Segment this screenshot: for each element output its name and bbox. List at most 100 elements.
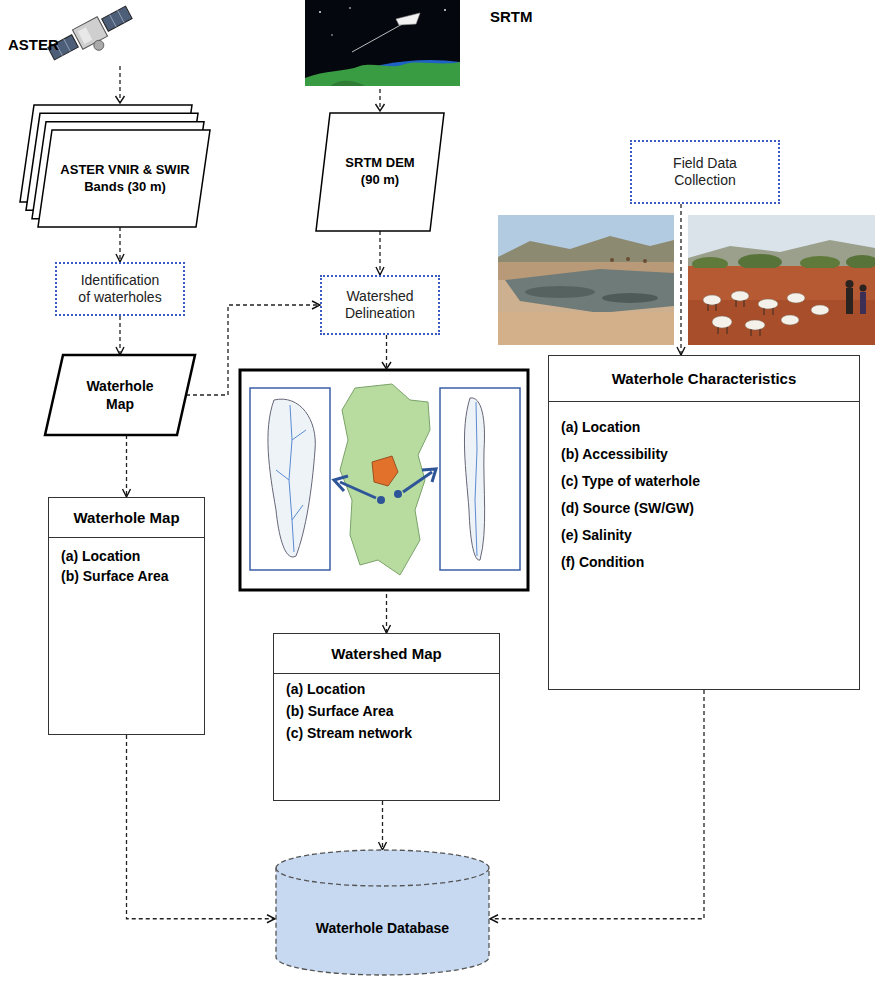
node-label: Waterhole Map xyxy=(77,377,163,413)
livestock-photo xyxy=(860,285,867,292)
downlink-arrow xyxy=(376,89,385,111)
field-step-box: Field Data Collection xyxy=(630,140,780,204)
node-label: Identification of waterholes xyxy=(75,272,165,307)
list-item: (c) Stream network xyxy=(274,722,499,744)
livestock-photo xyxy=(716,304,717,311)
srtm-shuttle-picture xyxy=(444,9,446,11)
waterhole-photo xyxy=(626,257,630,261)
srtm-shuttle-picture xyxy=(305,0,460,86)
image-layer xyxy=(38,130,210,227)
satellite-icon xyxy=(92,39,106,53)
waterhole-photo xyxy=(610,258,614,262)
livestock-photo xyxy=(718,327,719,334)
flow-arrow xyxy=(127,735,276,919)
flow-arrow xyxy=(490,690,704,919)
livestock-photo xyxy=(860,292,866,314)
srtm-shuttle-picture xyxy=(330,81,365,86)
node-content: Field Data Collection xyxy=(652,155,758,190)
waterhole-photo xyxy=(498,215,674,345)
livestock-photo xyxy=(745,320,765,330)
flow-arrow xyxy=(126,435,127,497)
cylinder-rim xyxy=(276,868,489,886)
box-heading: Waterhole Characteristics xyxy=(549,356,859,402)
list-item: (b) Surface Area xyxy=(49,566,204,586)
node-label: Field Data Collection xyxy=(652,155,758,190)
downlink-arrow xyxy=(116,96,125,103)
list-item: (b) Surface Area xyxy=(274,700,499,722)
node-content: Identification of waterholes xyxy=(75,272,165,307)
satellite-icon xyxy=(102,6,132,31)
list-item: (d) Source (SW/GW) xyxy=(549,495,859,522)
node-content: Waterhole Map xyxy=(77,377,163,413)
livestock-photo xyxy=(712,316,732,328)
node-content: Waterhole Database xyxy=(285,920,480,936)
livestock-photo xyxy=(703,291,829,330)
livestock-photo xyxy=(688,268,875,345)
satellite-icon xyxy=(78,27,93,44)
livestock-photo xyxy=(811,305,829,315)
flow-arrow xyxy=(119,227,120,262)
livestock-photo xyxy=(744,300,745,307)
image-stack-parallelogram: ASTER VNIR & SWIR Bands (30 m) xyxy=(20,105,210,227)
livestock-photo xyxy=(764,308,765,315)
list-item: (f) Condition xyxy=(549,549,859,576)
watershed-map-picture xyxy=(334,476,348,491)
srtm-shuttle-picture xyxy=(319,11,321,13)
flow-arrow xyxy=(379,231,380,275)
source-label: SRTM xyxy=(490,8,533,25)
cylinder-outline xyxy=(275,850,490,975)
satellite-icon xyxy=(110,15,117,27)
livestock-photo xyxy=(800,256,840,270)
parallelogram-outline xyxy=(45,355,195,435)
attribute-box: Watershed Map (a) Location(b) Surface Are… xyxy=(273,633,500,801)
watershed-map-picture xyxy=(268,399,315,557)
srtm-shuttle-picture xyxy=(305,60,460,86)
satellite-icon xyxy=(64,39,71,51)
waterhole-photo xyxy=(525,286,595,298)
map-parallelogram: Waterhole Map xyxy=(45,355,195,435)
box-heading: Watershed Map xyxy=(274,634,499,674)
source-label: ASTER xyxy=(8,36,59,53)
node-content: Waterhole Characteristics(a) Location(b)… xyxy=(549,356,859,576)
node-content: Waterhole Map(a) Location(b) Surface Are… xyxy=(49,498,204,586)
process-box: Identification of waterholes xyxy=(55,262,185,316)
list-item: (c) Type of waterhole xyxy=(549,468,859,495)
downlink-arrow xyxy=(376,104,385,111)
watershed-map-picture xyxy=(403,472,432,492)
waterhole-photo xyxy=(498,236,674,264)
livestock-photo xyxy=(773,308,774,315)
attribute-box: Waterhole Characteristics(a) Location(b)… xyxy=(548,355,860,690)
flow-arrow xyxy=(382,801,383,850)
livestock-photo xyxy=(846,255,875,269)
satellite-icon xyxy=(118,10,125,22)
node-content: Watershed Delineation xyxy=(330,288,430,323)
livestock-photo xyxy=(736,300,737,307)
process-box: Watershed Delineation xyxy=(320,275,440,335)
srtm-shuttle-picture xyxy=(305,0,460,86)
livestock-photo xyxy=(781,315,799,325)
livestock-photo xyxy=(760,329,761,336)
livestock-photo xyxy=(731,291,749,301)
attribute-box: Waterhole Map(a) Location(b) Surface Are… xyxy=(48,497,205,735)
watershed-map-picture xyxy=(394,490,402,498)
dem-parallelogram: SRTM DEM (90 m) xyxy=(316,113,444,231)
satellite-icon xyxy=(46,3,138,72)
watershed-map-picture xyxy=(340,384,430,575)
livestock-photo xyxy=(751,329,752,336)
srtm-shuttle-picture xyxy=(305,62,460,86)
watershed-map-picture xyxy=(250,388,330,570)
parallelogram xyxy=(316,113,444,231)
livestock-photo xyxy=(738,254,782,270)
box-heading: Waterhole Map xyxy=(49,498,204,538)
watershed-map-picture xyxy=(276,405,306,552)
livestock-photo xyxy=(787,293,805,303)
list-item: (a) Location xyxy=(274,678,499,700)
srtm-shuttle-picture xyxy=(349,7,351,9)
livestock-photo xyxy=(708,300,773,336)
srtm-shuttle-picture xyxy=(352,22,406,52)
livestock-photo xyxy=(688,215,875,345)
waterhole-photo xyxy=(602,293,658,303)
livestock-photo xyxy=(703,295,721,305)
flow-arrow xyxy=(680,204,681,355)
